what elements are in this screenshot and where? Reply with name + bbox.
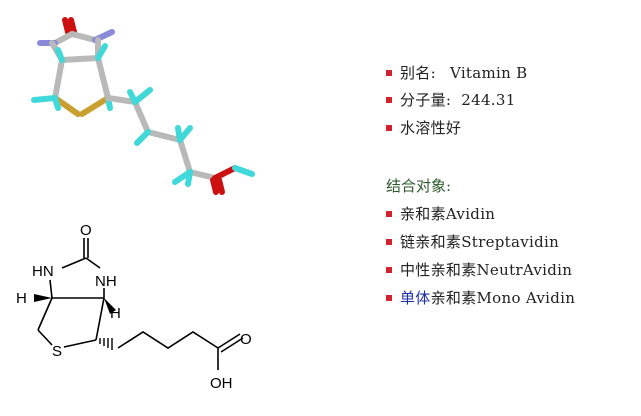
binding-highlight: 单体: [400, 289, 431, 307]
atom-nh: NH: [95, 273, 117, 290]
solubility-label: 水溶性好: [400, 119, 462, 137]
mw-value: 244.31: [461, 90, 516, 109]
binding-item: 单体 亲和素Mono Avidin: [386, 287, 575, 308]
biotin-2d-structure: O HN NH H H S O OH: [16, 222, 252, 392]
binding-item: 中性亲和素NeutrAvidin: [386, 259, 572, 280]
property-alias: 别名: Vitamin B: [386, 62, 527, 83]
atom-o-acid: O: [240, 331, 252, 348]
bullet-icon: [386, 96, 392, 103]
binding-item: 亲和素Avidin: [386, 203, 495, 224]
bullet-icon: [386, 124, 392, 131]
binding-text: 亲和素Mono Avidin: [430, 289, 576, 307]
binding-item: 链亲和素Streptavidin: [386, 231, 559, 252]
atom-hn: HN: [32, 263, 54, 280]
mw-label: 分子量:: [400, 91, 452, 109]
atom-h-right: H: [110, 305, 121, 322]
bullet-icon: [386, 266, 392, 273]
alias-label: 别名:: [400, 64, 436, 82]
property-solubility: 水溶性好: [386, 117, 461, 138]
binding-text: 亲和素Avidin: [400, 205, 496, 223]
binding-heading: 结合对象:: [386, 177, 452, 195]
atom-oh: OH: [210, 375, 233, 392]
bullet-icon: [386, 210, 392, 217]
binding-text: 链亲和素Streptavidin: [400, 233, 560, 251]
biotin-3d-model: [31, 17, 255, 195]
bullet-icon: [386, 294, 392, 301]
atom-s: S: [52, 343, 62, 360]
atom-o-carbonyl: O: [80, 222, 92, 239]
binding-text: 中性亲和素NeutrAvidin: [400, 261, 573, 279]
property-mw: 分子量: 244.31: [386, 89, 516, 110]
atom-h-left: H: [16, 290, 27, 307]
bullet-icon: [386, 69, 392, 76]
bullet-icon: [386, 238, 392, 245]
alias-value: Vitamin B: [449, 63, 528, 82]
